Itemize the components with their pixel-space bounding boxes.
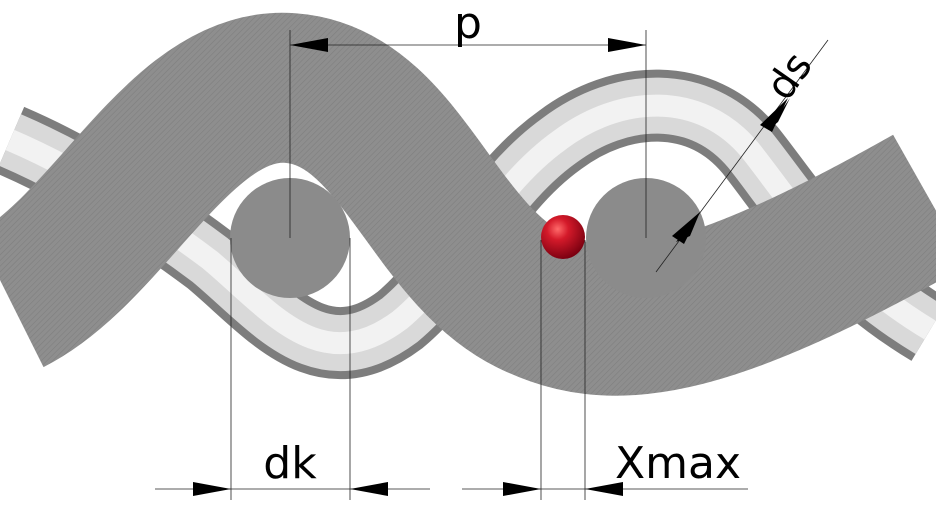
max-gap-label: Xmax: [615, 438, 741, 489]
dimension-max-gap: Xmax: [462, 438, 748, 496]
dimension-core-diameter: dk: [155, 438, 430, 496]
core-diameter-label: dk: [263, 438, 317, 489]
wire-diameter-label: ds: [757, 44, 821, 108]
gap-ball: [541, 215, 585, 259]
pitch-label: p: [454, 0, 482, 49]
dimension-pitch: p: [290, 0, 646, 52]
front-wire-section: [0, 12, 936, 396]
